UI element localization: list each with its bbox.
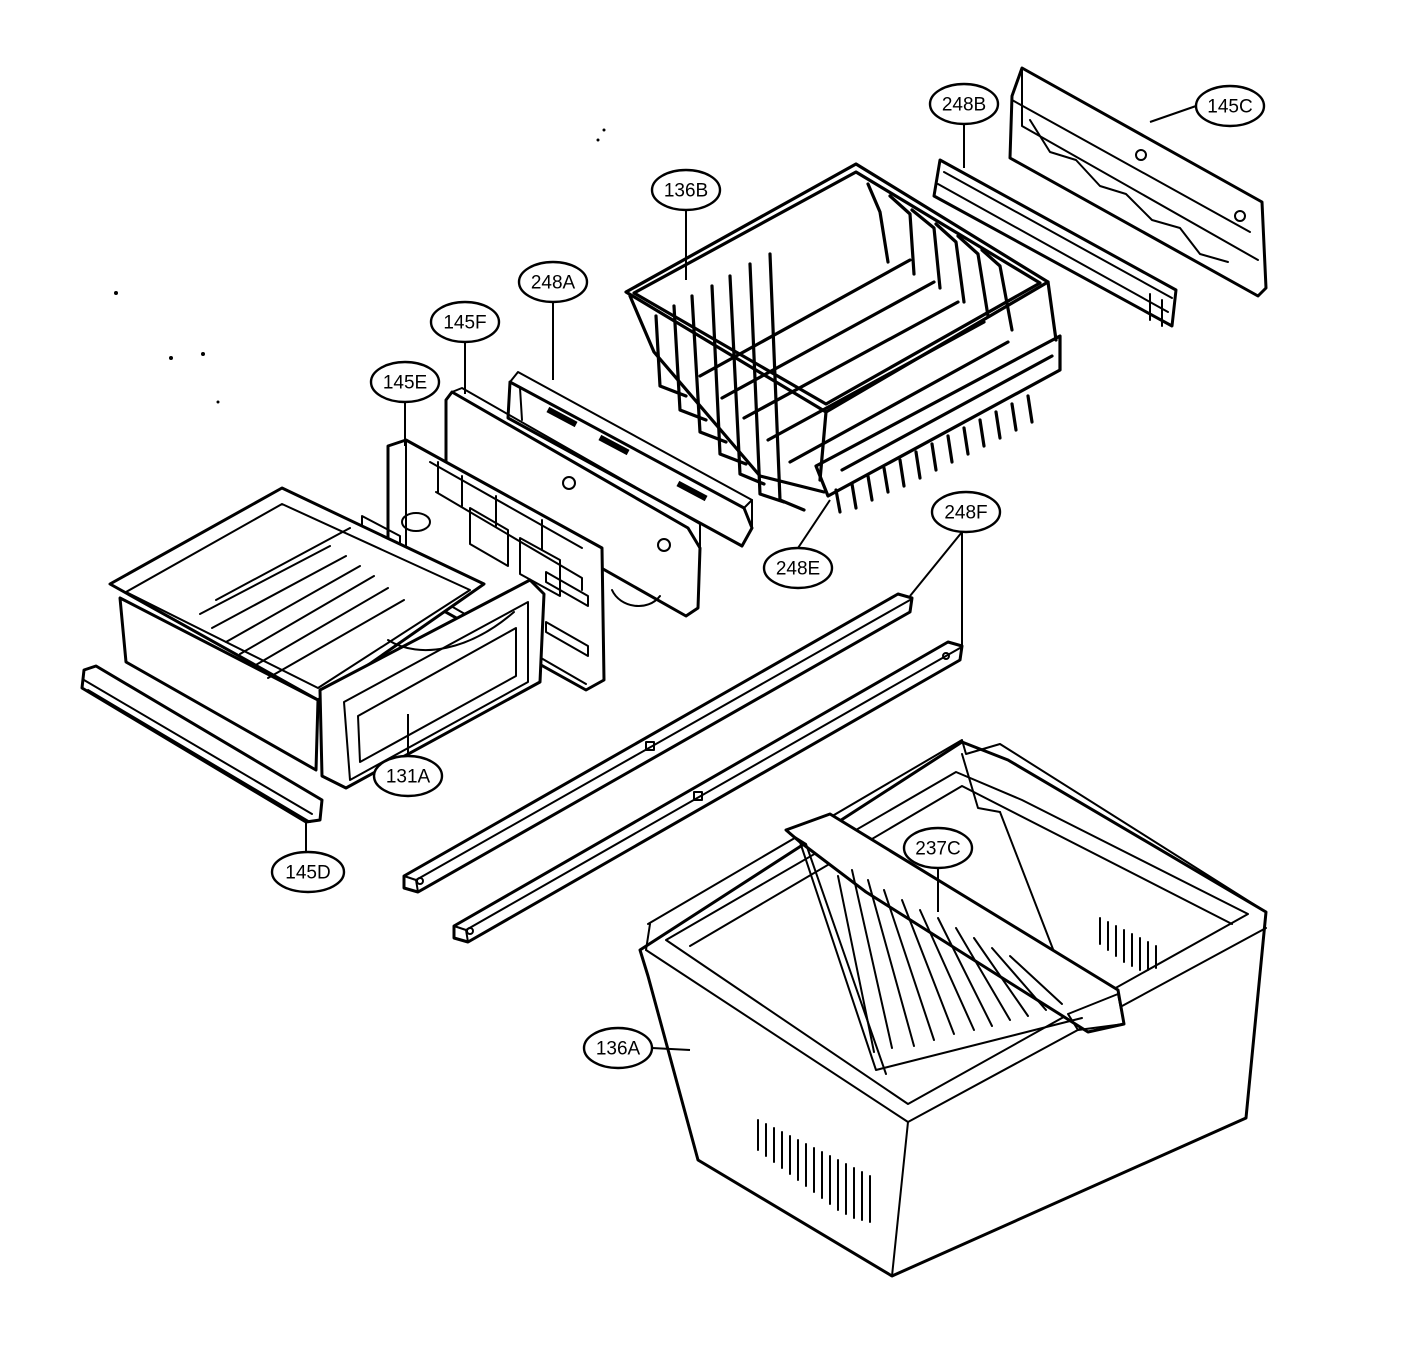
callout-label: 248A [531,273,576,294]
part-248b-upper-rail [932,158,1178,328]
callout-237c: 237C [902,826,974,870]
part-131a-drawer [108,486,546,790]
part-145d-drawer-rail [80,664,324,852]
callout-label: 145D [285,863,330,884]
callout-label: 131A [386,767,431,788]
callout-label: 237C [915,839,960,860]
leader-lines [404,105,1197,912]
callout-131a: 131A [372,754,444,798]
callout-145e: 145E [369,360,441,404]
part-248f-long-rails [402,592,964,944]
callout-label: 145E [383,373,427,394]
callout-label: 136A [596,1039,641,1060]
callout-label: 248B [942,95,986,116]
callout-248e: 248E [762,546,834,590]
part-145c-rail-bracket [1008,66,1268,298]
callout-248f: 248F [930,490,1002,534]
callout-label: 248F [944,503,987,524]
callout-label: 248E [776,559,820,580]
callout-label: 136B [664,181,708,202]
callout-145c: 145C [1194,84,1266,128]
callout-136a: 136A [582,1026,654,1070]
callout-145f: 145F [429,300,501,344]
part-248a-front-rail [506,371,754,548]
callout-248b: 248B [928,82,1000,126]
part-136a-lower-bin [638,739,1268,1278]
part-145f-divider-plate [444,387,702,618]
part-136b-wire-basket [624,162,1062,514]
callout-label: 145F [443,313,486,334]
callout-136b: 136B [650,168,722,212]
callout-248a: 248A [517,260,589,304]
callout-label: 145C [1207,97,1252,118]
callout-145d: 145D [270,850,346,894]
scan-specks [114,128,606,404]
